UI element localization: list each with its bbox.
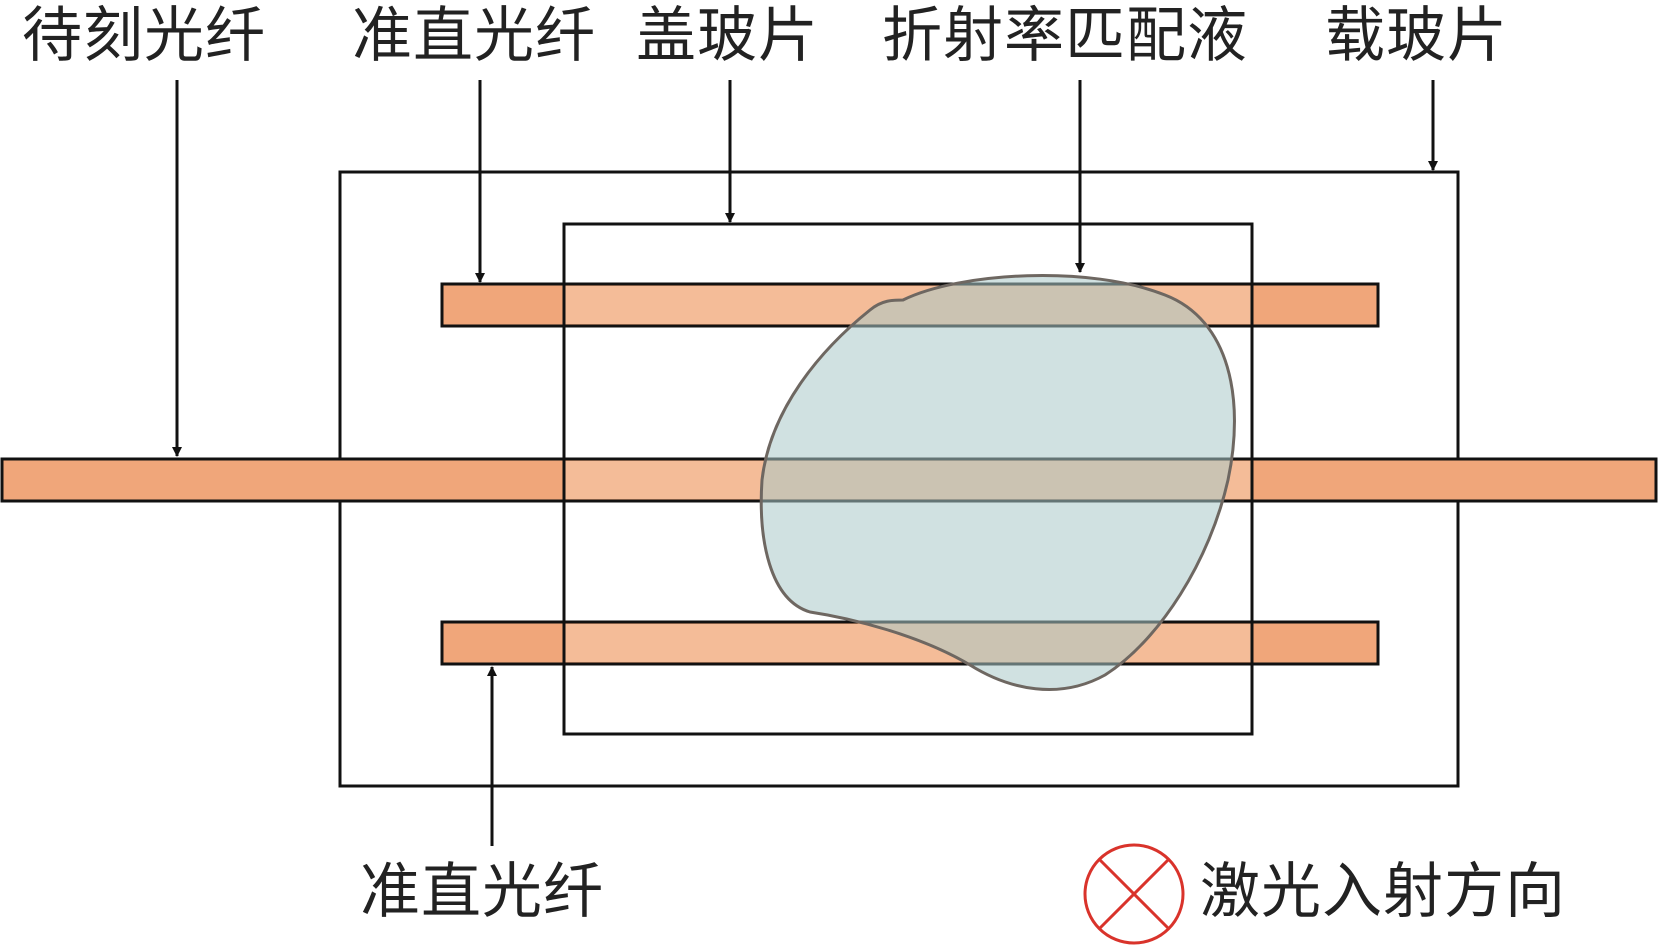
label-glass-slide: 载玻片 bbox=[1325, 1, 1508, 71]
label-index-matching-liquid: 折射率匹配液 bbox=[882, 1, 1248, 71]
cover-slip-border bbox=[562, 222, 1254, 736]
label-cover-slip: 盖玻片 bbox=[636, 1, 819, 71]
circled-x-icon bbox=[1083, 843, 1185, 945]
label-laser-incident-direction: 激光入射方向 bbox=[1200, 857, 1566, 927]
label-collimating-fiber-top: 准直光纤 bbox=[352, 1, 596, 71]
index-matching-liquid bbox=[759, 274, 1236, 691]
label-collimating-fiber-bottom: 准直光纤 bbox=[360, 857, 604, 927]
label-fiber-to-inscribe: 待刻光纤 bbox=[22, 1, 266, 71]
